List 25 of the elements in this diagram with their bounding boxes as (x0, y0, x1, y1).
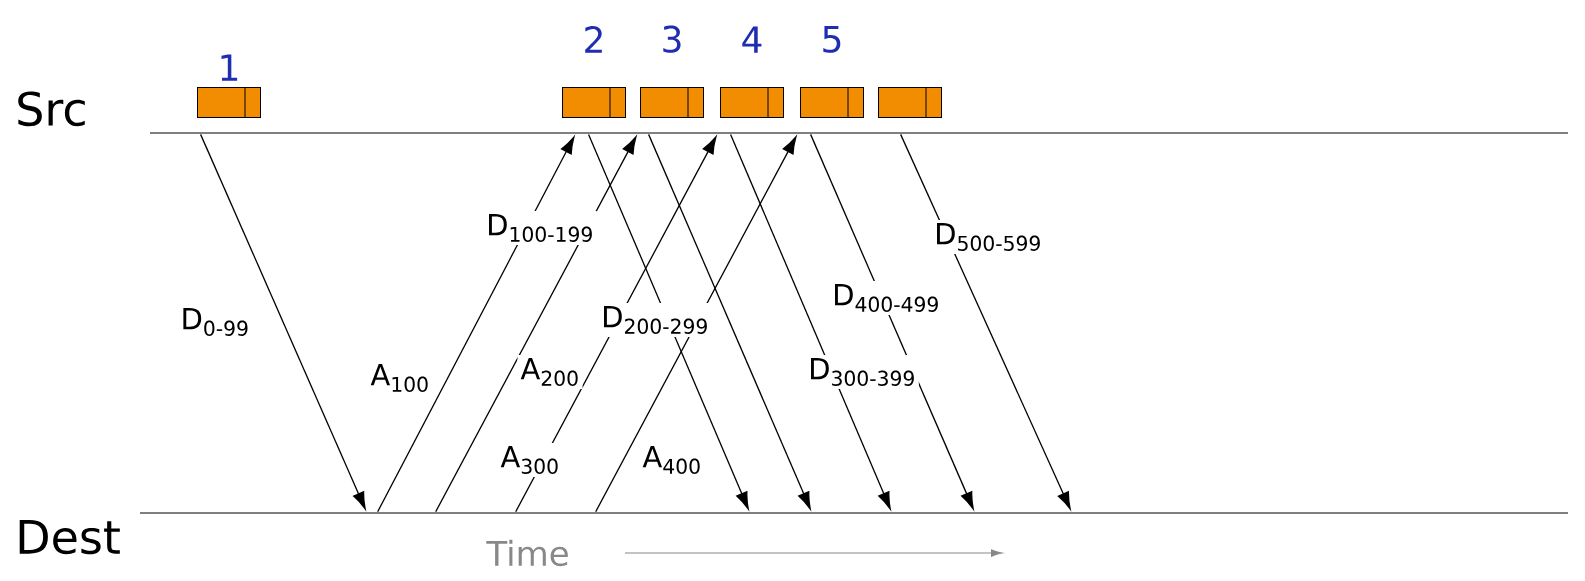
node-label: 4 (742, 26, 762, 53)
node-label: 3 (663, 25, 681, 53)
edge-label: D$_{0-99}$ (177, 305, 253, 339)
edge-label: A$_{300}$ (497, 443, 563, 477)
arrow (595, 136, 797, 513)
arrow (435, 136, 637, 513)
edge-label: D$_{100-199}$ (483, 211, 597, 245)
edge-label: D$_{300-399}$ (805, 355, 919, 389)
edge-label: D$_{500-599}$ (931, 220, 1045, 254)
node-label: 1 (221, 54, 238, 81)
edge-label: D$_{200-299}$ (598, 303, 712, 337)
arrow (377, 136, 575, 513)
arrow (647, 133, 811, 510)
arrow (900, 133, 1071, 510)
edge-label: D$_{400-499}$ (829, 281, 943, 315)
arrow (199, 133, 366, 510)
axis-label: Time (486, 539, 568, 567)
packet-box (878, 87, 942, 119)
node-label: 5 (823, 26, 841, 53)
arrow (587, 133, 749, 510)
node-label: 2 (585, 26, 602, 53)
edge-label: A$_{200}$ (517, 355, 583, 389)
edge-label: A$_{400}$ (639, 443, 705, 477)
edge-label: A$_{100}$ (367, 361, 433, 395)
arrow (729, 133, 891, 510)
